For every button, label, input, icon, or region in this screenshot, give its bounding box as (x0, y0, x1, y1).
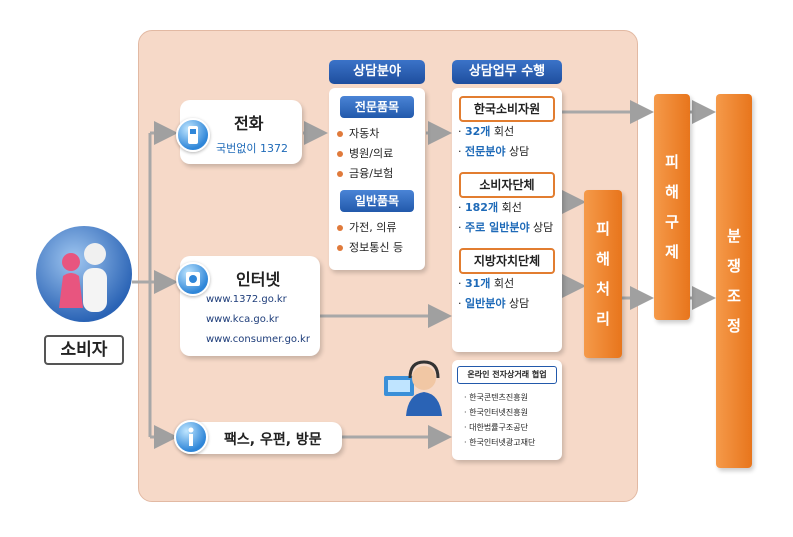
phone-title: 전화 (234, 114, 264, 133)
list-item: 금융/보험 (337, 164, 425, 184)
list-item: 정보통신 등 (337, 238, 425, 258)
consumer-label: 소비자 (44, 335, 124, 365)
kca-lines: · 32개 회선 (458, 125, 515, 138)
online-collab-box: 온라인 전자상거래 협업 · 한국콘텐츠진흥원 · 한국인터넷진흥원 · 대한법… (452, 360, 562, 460)
fields-header: 상담분야 (329, 60, 425, 84)
channel-fax-mail-visit: 팩스, 우편, 방문 (180, 422, 342, 454)
consumer-figure (35, 222, 133, 326)
internet-icon (176, 262, 210, 296)
internet-url-3: www.consumer.go.kr (206, 334, 310, 345)
internet-url-2: www.kca.go.kr (206, 314, 279, 325)
kca-field: · 전문분야 상담 (458, 145, 530, 158)
list-item: · 한국인터넷광고재단 (464, 438, 536, 447)
list-item: · 대한법률구조공단 (464, 423, 528, 432)
phone-icon (176, 118, 210, 152)
local-field: · 일반분야 상담 (458, 297, 530, 310)
specialized-header: 전문품목 (340, 96, 414, 118)
list-item: · 한국인터넷진흥원 (464, 408, 528, 417)
local-lines: · 31개 회선 (458, 277, 515, 290)
counselor-headset-icon (382, 360, 444, 418)
internet-title: 인터넷 (236, 270, 281, 289)
groups-field: · 주로 일반분야 상담 (458, 221, 554, 234)
general-header: 일반품목 (340, 190, 414, 212)
org-local-government: 지방자치단체 (459, 248, 555, 274)
info-icon (174, 420, 208, 454)
internet-url-1: www.1372.go.kr (206, 294, 287, 305)
org-consumer-groups: 소비자단체 (459, 172, 555, 198)
list-item: 가전, 의류 (337, 218, 425, 238)
groups-lines: · 182개 회선 (458, 201, 522, 214)
fax-title: 팩스, 우편, 방문 (224, 432, 322, 448)
org-kca: 한국소비자원 (459, 96, 555, 122)
consumer-people-icon (36, 226, 132, 322)
list-item: 병원/의료 (337, 144, 425, 164)
fields-box: 전문품목 자동차 병원/의료 금융/보험 일반품목 가전, 의류 정보통신 등 (329, 88, 425, 270)
execution-box: 한국소비자원 · 32개 회선 · 전문분야 상담 소비자단체 · 182개 회… (452, 88, 562, 352)
list-item: · 한국콘텐츠진흥원 (464, 393, 528, 402)
list-item: 자동차 (337, 124, 425, 144)
general-list: 가전, 의류 정보통신 등 (337, 218, 425, 258)
specialized-list: 자동차 병원/의료 금융/보험 (337, 124, 425, 184)
online-collab-list: · 한국콘텐츠진흥원 · 한국인터넷진흥원 · 대한법률구조공단 · 한국인터넷… (464, 390, 562, 450)
phone-number: 국번없이 1372 (216, 142, 288, 155)
execution-header: 상담업무 수행 (452, 60, 562, 84)
online-collab-title: 온라인 전자상거래 협업 (457, 366, 557, 384)
